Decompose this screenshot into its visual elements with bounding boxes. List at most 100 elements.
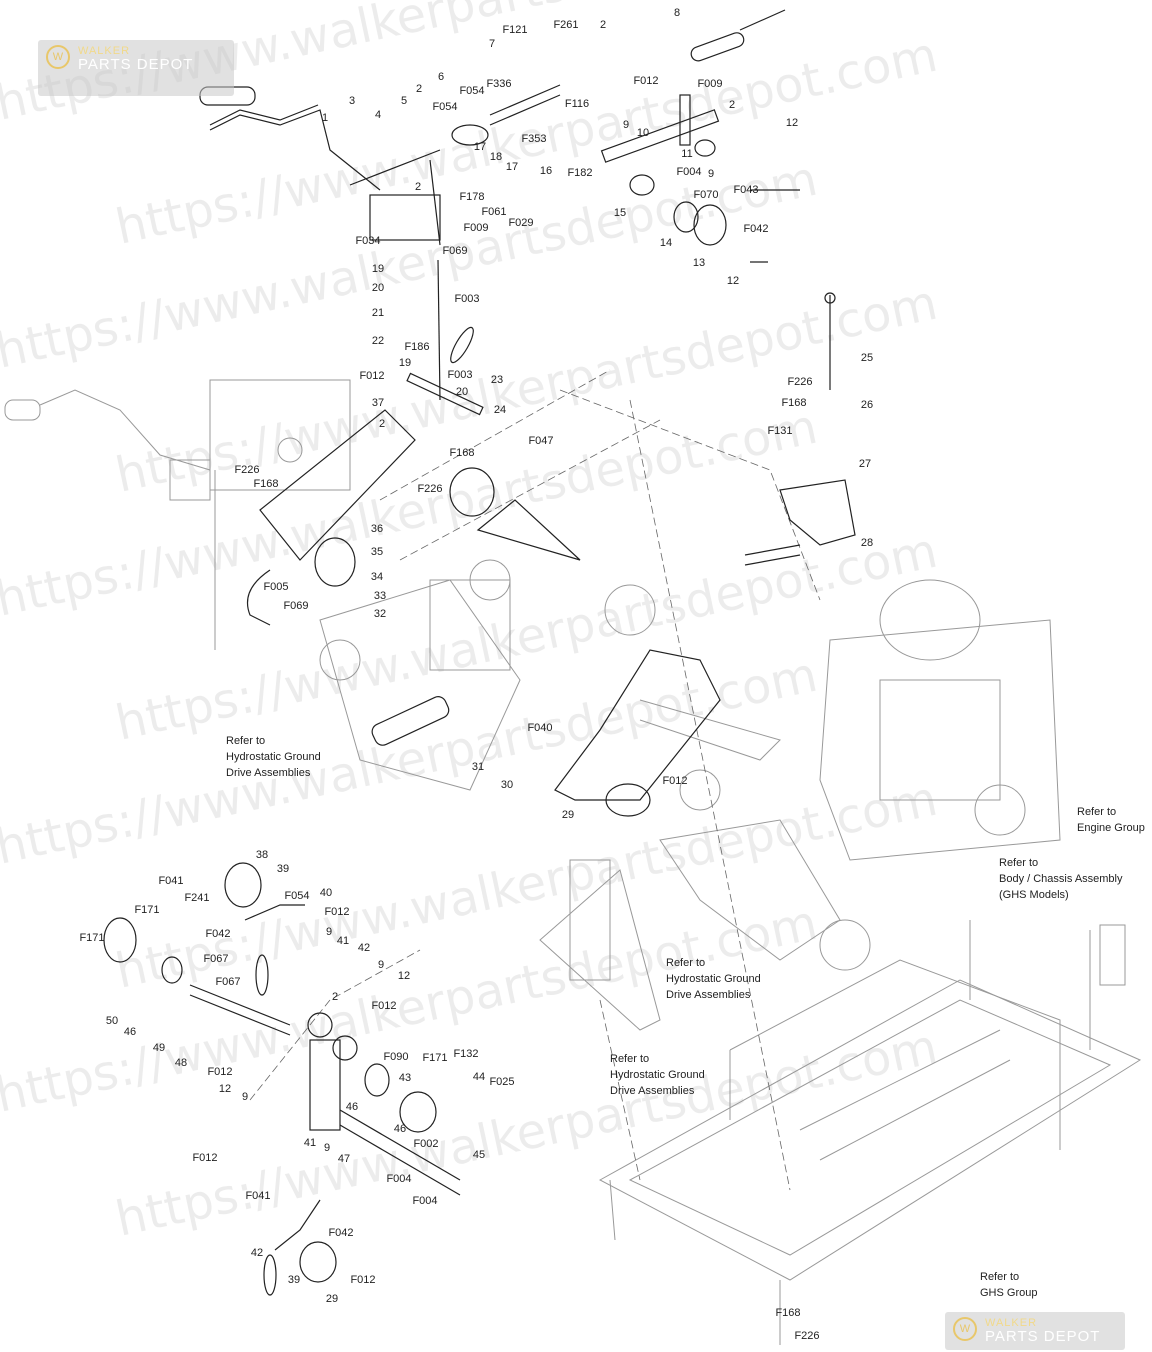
part-label[interactable]: 15 bbox=[614, 207, 626, 219]
part-label[interactable]: F186 bbox=[404, 341, 429, 353]
part-label[interactable]: 40 bbox=[320, 887, 332, 899]
part-label[interactable]: F070 bbox=[693, 189, 718, 201]
part-label[interactable]: F090 bbox=[383, 1051, 408, 1063]
part-label[interactable]: 19 bbox=[399, 357, 411, 369]
part-label[interactable]: 5 bbox=[401, 95, 407, 107]
part-label[interactable]: 21 bbox=[372, 307, 384, 319]
part-label[interactable]: 12 bbox=[398, 970, 410, 982]
part-label[interactable]: 24 bbox=[494, 404, 506, 416]
part-label[interactable]: F041 bbox=[245, 1190, 270, 1202]
part-label[interactable]: F004 bbox=[386, 1173, 411, 1185]
part-label[interactable]: 41 bbox=[337, 935, 349, 947]
part-label[interactable]: 17 bbox=[506, 161, 518, 173]
part-label[interactable]: 34 bbox=[371, 571, 383, 583]
part-label[interactable]: 1 bbox=[322, 112, 328, 124]
part-label[interactable]: F067 bbox=[215, 976, 240, 988]
part-label[interactable]: F168 bbox=[449, 447, 474, 459]
part-label[interactable]: F171 bbox=[134, 904, 159, 916]
part-label[interactable]: F241 bbox=[184, 892, 209, 904]
part-label[interactable]: F226 bbox=[234, 464, 259, 476]
part-label[interactable]: 46 bbox=[124, 1026, 136, 1038]
part-label[interactable]: F034 bbox=[355, 235, 380, 247]
part-label[interactable]: F002 bbox=[413, 1138, 438, 1150]
part-label[interactable]: F116 bbox=[565, 98, 589, 110]
part-label[interactable]: 12 bbox=[219, 1083, 231, 1095]
part-label[interactable]: 38 bbox=[256, 849, 268, 861]
part-label[interactable]: F042 bbox=[205, 928, 230, 940]
part-label[interactable]: 47 bbox=[338, 1153, 350, 1165]
part-label[interactable]: 2 bbox=[600, 19, 606, 31]
part-label[interactable]: 49 bbox=[153, 1042, 165, 1054]
part-label[interactable]: 18 bbox=[490, 151, 502, 163]
part-label[interactable]: F226 bbox=[787, 376, 812, 388]
part-label[interactable]: F069 bbox=[442, 245, 467, 257]
part-label[interactable]: F004 bbox=[676, 166, 701, 178]
part-label[interactable]: 42 bbox=[358, 942, 370, 954]
part-label[interactable]: 29 bbox=[326, 1293, 338, 1305]
part-label[interactable]: 33 bbox=[374, 590, 386, 602]
part-label[interactable]: F132 bbox=[453, 1048, 478, 1060]
part-label[interactable]: 29 bbox=[562, 809, 574, 821]
part-label[interactable]: F182 bbox=[567, 167, 592, 179]
part-label[interactable]: 35 bbox=[371, 546, 383, 558]
part-label[interactable]: F003 bbox=[454, 293, 479, 305]
part-label[interactable]: F012 bbox=[662, 775, 687, 787]
part-label[interactable]: 50 bbox=[106, 1015, 118, 1027]
part-label[interactable]: 2 bbox=[416, 83, 422, 95]
part-label[interactable]: F005 bbox=[263, 581, 288, 593]
part-label[interactable]: F012 bbox=[324, 906, 349, 918]
part-label[interactable]: 20 bbox=[456, 386, 468, 398]
part-label[interactable]: F054 bbox=[284, 890, 309, 902]
part-label[interactable]: 9 bbox=[324, 1142, 330, 1154]
part-label[interactable]: F261 bbox=[553, 19, 578, 31]
part-label[interactable]: 46 bbox=[346, 1101, 358, 1113]
part-label[interactable]: 43 bbox=[399, 1072, 411, 1084]
part-label[interactable]: 28 bbox=[861, 537, 873, 549]
part-label[interactable]: 2 bbox=[729, 99, 735, 111]
part-label[interactable]: F353 bbox=[521, 133, 546, 145]
part-label[interactable]: 46 bbox=[394, 1123, 406, 1135]
part-label[interactable]: 48 bbox=[175, 1057, 187, 1069]
part-label[interactable]: F012 bbox=[633, 75, 658, 87]
part-label[interactable]: 8 bbox=[674, 7, 680, 19]
part-label[interactable]: 19 bbox=[372, 263, 384, 275]
part-label[interactable]: F012 bbox=[371, 1000, 396, 1012]
part-label[interactable]: 9 bbox=[242, 1091, 248, 1103]
part-label[interactable]: F025 bbox=[489, 1076, 514, 1088]
part-label[interactable]: 9 bbox=[708, 168, 714, 180]
part-label[interactable]: F012 bbox=[207, 1066, 232, 1078]
part-label[interactable]: F004 bbox=[412, 1195, 437, 1207]
part-label[interactable]: F041 bbox=[158, 875, 183, 887]
part-label[interactable]: 22 bbox=[372, 335, 384, 347]
part-label[interactable]: F012 bbox=[192, 1152, 217, 1164]
part-label[interactable]: 17 bbox=[474, 141, 486, 153]
part-label[interactable]: 2 bbox=[379, 418, 385, 430]
part-label[interactable]: 25 bbox=[861, 352, 873, 364]
part-label[interactable]: F168 bbox=[253, 478, 278, 490]
part-label[interactable]: F042 bbox=[328, 1227, 353, 1239]
part-label[interactable]: 42 bbox=[251, 1247, 263, 1259]
part-label[interactable]: 12 bbox=[786, 117, 798, 129]
part-label[interactable]: F226 bbox=[417, 483, 442, 495]
part-label[interactable]: F069 bbox=[283, 600, 308, 612]
part-label[interactable]: F003 bbox=[447, 369, 472, 381]
part-label[interactable]: 32 bbox=[374, 608, 386, 620]
part-label[interactable]: 30 bbox=[501, 779, 513, 791]
part-label[interactable]: 13 bbox=[693, 257, 705, 269]
part-label[interactable]: 9 bbox=[378, 959, 384, 971]
part-label[interactable]: 11 bbox=[681, 148, 692, 160]
part-label[interactable]: F178 bbox=[459, 191, 484, 203]
part-label[interactable]: 39 bbox=[277, 863, 289, 875]
part-label[interactable]: 4 bbox=[375, 109, 381, 121]
part-label[interactable]: F009 bbox=[463, 222, 488, 234]
part-label[interactable]: 26 bbox=[861, 399, 873, 411]
part-label[interactable]: F336 bbox=[486, 78, 511, 90]
part-label[interactable]: 23 bbox=[491, 374, 503, 386]
part-label[interactable]: 6 bbox=[438, 71, 444, 83]
part-label[interactable]: F040 bbox=[527, 722, 552, 734]
part-label[interactable]: F121 bbox=[502, 24, 527, 36]
part-label[interactable]: F171 bbox=[79, 932, 104, 944]
part-label[interactable]: 9 bbox=[623, 119, 629, 131]
part-label[interactable]: F012 bbox=[350, 1274, 375, 1286]
part-label[interactable]: F029 bbox=[508, 217, 533, 229]
